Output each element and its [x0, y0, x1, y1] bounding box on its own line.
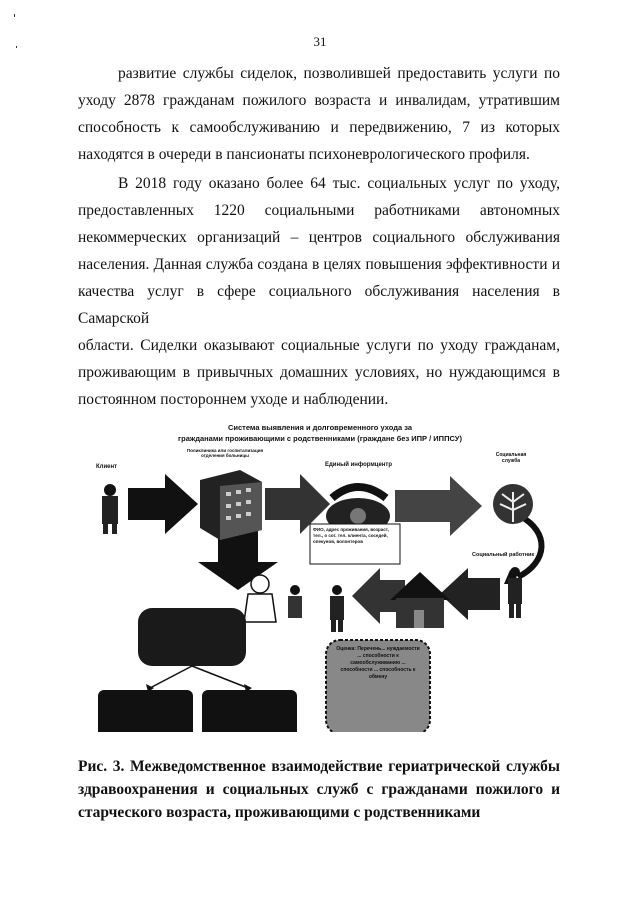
label-client: Клиент [96, 464, 118, 470]
arrow-client-to-hospital [128, 474, 198, 534]
text-line: населения. Данная служба создана в целях… [78, 256, 560, 273]
diagram-graphics [98, 470, 545, 732]
text-line: некоммерческих организаций – центров соц… [78, 229, 560, 246]
caption-line: старческого возраста, проживающими с род… [78, 804, 481, 821]
text-line: качества услуг в сфере социального обслу… [78, 283, 560, 327]
arrow-curve-social [516, 513, 545, 580]
caption-line: здравоохранения и социальных служб с гра… [78, 781, 560, 798]
arrow-center-to-social [395, 476, 482, 536]
relative-figure [330, 585, 344, 632]
arrow-home-to-relative [352, 568, 405, 624]
text-line: уходу 2878 гражданам пожилого возраста и… [78, 92, 560, 109]
text-line: способность к самообслуживанию и передви… [78, 119, 560, 136]
hospital-building [200, 470, 262, 540]
dark-panel-left [98, 690, 193, 732]
diagram-title-line1: Система выявления и долговременного уход… [227, 423, 413, 432]
client-figure [102, 484, 118, 534]
diagram-title-line2: гражданами проживающими с родственниками… [178, 434, 462, 443]
arrow-worker-to-home [440, 568, 500, 620]
assessment-box [325, 639, 431, 732]
margin-mark-top [14, 14, 15, 17]
house-icon [390, 572, 450, 628]
text-line: области. Сиделки оказывают социальные ус… [78, 337, 560, 354]
text-line: находятся в очереди в пансионаты психоне… [78, 146, 530, 163]
caption-line: Рис. 3. Межведомственное взаимодействие … [78, 758, 560, 775]
social-service-icon [493, 484, 533, 524]
label-info-center: Единый информцентр [325, 462, 393, 468]
assessment-box-text: Оценка: Перечень... нуждаемости ... спос… [336, 646, 420, 680]
paragraph-1: развитие службы сиделок, позволившей пре… [78, 60, 560, 168]
info-box-text: ФИО, адрес проживания, возраст, тел., о … [313, 527, 389, 544]
paragraph-2: В 2018 году оказано более 64 тыс. социал… [78, 170, 560, 413]
text-line: предоставленных 1220 социальными работни… [78, 202, 560, 219]
body-text: развитие службы сиделок, позволившей пре… [78, 60, 560, 413]
elderly-figure [288, 585, 302, 618]
page-number: 31 [313, 34, 327, 49]
label-hospital: Поликлиника или госпитализация отделения… [186, 448, 264, 458]
label-social-worker: Социальный работник [472, 552, 535, 558]
label-social-service: Социальная служба [495, 452, 527, 464]
social-worker-figure [508, 567, 522, 618]
text-line: проживающим в привычных домашних условия… [78, 364, 560, 381]
arrow-hospital-to-center [265, 474, 330, 534]
text-line: постоянном постороннем уходе и наблюдени… [78, 391, 389, 408]
dark-panel-center [138, 608, 246, 666]
doctor-figure [243, 574, 277, 623]
text-line: развитие службы сиделок, позволившей пре… [118, 65, 560, 82]
text-line: В 2018 году оказано более 64 тыс. социал… [118, 175, 560, 192]
info-box [309, 523, 401, 565]
dark-panel-right [202, 690, 297, 732]
margin-mark-bottom [16, 46, 17, 48]
figure-caption: Рис. 3. Межведомственное взаимодействие … [78, 755, 560, 824]
care-system-diagram: Система выявления и долговременного уход… [90, 412, 550, 732]
